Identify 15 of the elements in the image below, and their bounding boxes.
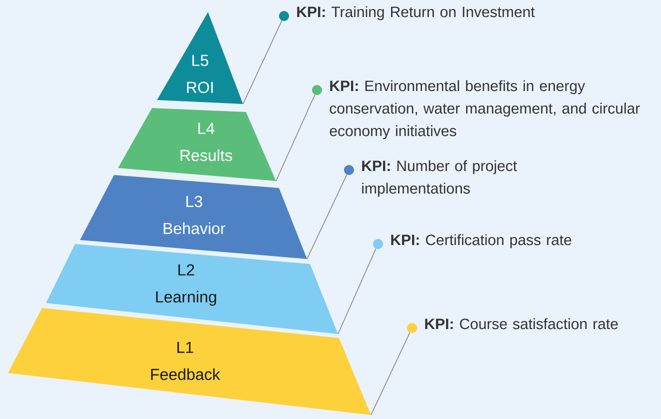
pyramid-tier: L1 Feedback [8,308,371,415]
pyramid-tier: L3 Behavior [80,175,307,259]
leader-line [242,20,282,104]
pyramid-tier: L5 ROI [157,12,243,104]
leader-line [370,332,410,416]
kpi-label: KPI: Environmental benefits in energy conservation, water management, and circular economy initiatives [330,80,640,140]
leader-line [306,174,348,260]
kpi-label: KPI: Certification pass rate [391,234,572,248]
kpi-label: KPI: Training Return on Investment [297,6,535,20]
pyramid-tier: L4 Results [118,108,276,181]
leader-line [276,94,316,182]
leader-line [338,248,376,334]
pyramid-tier: L2 Learning [46,244,338,334]
kpi-label: KPI: Course satisfaction rate [425,318,618,330]
kpi-label: KPI: Number of project implementations [362,160,517,197]
